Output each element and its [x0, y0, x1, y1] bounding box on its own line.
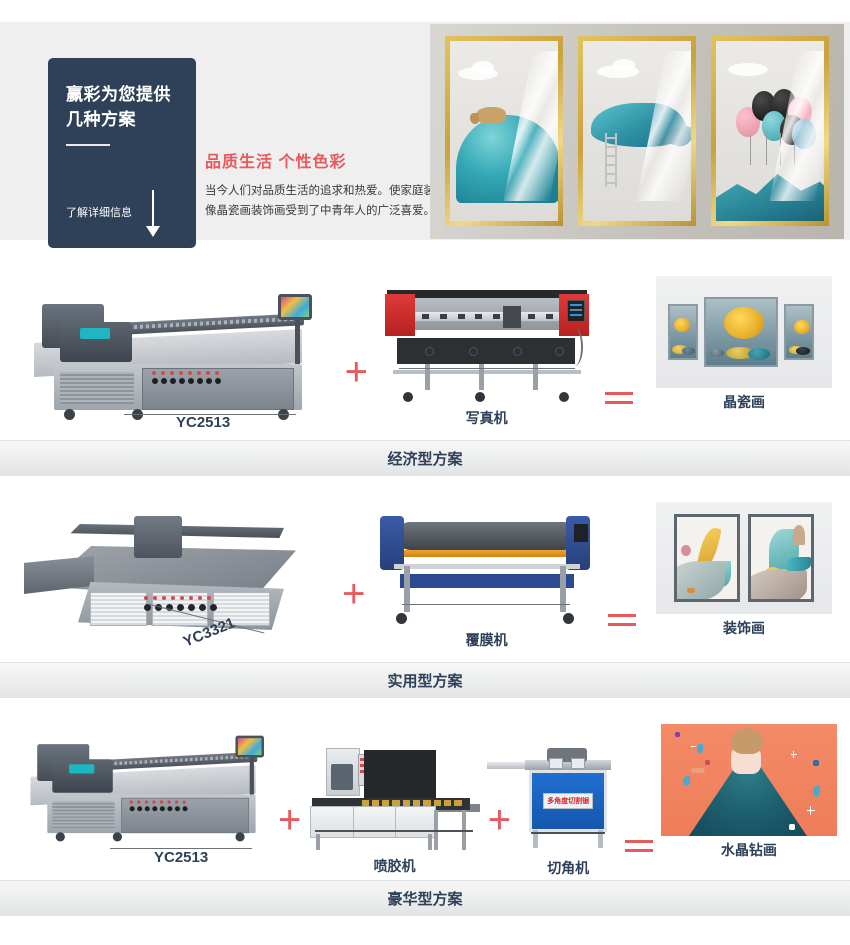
operator-plus-1: + [344, 350, 369, 394]
picture-frame-whale [578, 36, 696, 226]
item-uv-flatbed-printer-2[interactable]: YC2513 [6, 712, 278, 880]
item-eco-solvent-printer[interactable]: 写真机 [377, 262, 597, 440]
promo-more-label: 了解详细信息 [66, 207, 132, 219]
plan-row-economy-items: YC2513 + 写真机 [0, 262, 850, 440]
decorative-panel-right [747, 514, 814, 602]
plan-bar-practical: 实用型方案 [0, 662, 850, 698]
picture-frame-elephant [445, 36, 563, 226]
operator-equals-2 [607, 614, 638, 662]
plan-row-practical: YC3321 + 覆膜机 [0, 490, 850, 698]
caption-glue-spraying-machine: 喷胶机 [373, 858, 416, 874]
plan-row-deluxe-items: YC2513 + 喷胶机 + 多角度切割锯 [0, 712, 850, 880]
operator-plus-2: + [342, 572, 366, 616]
item-uv-flatbed-printer-1[interactable]: YC2513 [6, 262, 336, 440]
item-corner-cutting-machine[interactable]: 多角度切割锯 切角机 [487, 712, 625, 880]
promo-title: 赢彩为您提供 几种方案 [66, 83, 180, 132]
hero-bottom-strip [0, 240, 850, 262]
printer-screen-icon [278, 294, 312, 320]
ladder-icon [605, 133, 617, 187]
caption-laminating-machine: 覆膜机 [465, 632, 508, 648]
operator-plus-3: + [278, 798, 302, 842]
item-result-crystal-diamond-painting[interactable]: 水晶钻画 [654, 712, 844, 880]
model-label-yc2513: YC2513 [176, 414, 231, 431]
hero-body-line-2: 像晶瓷画装饰画受到了中青年人的广泛喜爱。 [205, 205, 435, 218]
item-glue-spraying-machine[interactable]: 喷胶机 [301, 712, 487, 880]
caption-decorative-painting: 装饰画 [722, 620, 765, 636]
artwork-panel-center [703, 297, 778, 367]
operator-equals-1 [605, 392, 635, 440]
caption-corner-cutting-machine: 切角机 [547, 860, 590, 876]
operator-equals-3 [625, 840, 654, 880]
plan-row-economy: YC2513 + 写真机 [0, 262, 850, 476]
plan-row-practical-items: YC3321 + 覆膜机 [0, 490, 850, 662]
row-gap-1 [0, 476, 850, 490]
picture-frame-balloons [711, 36, 829, 226]
hero-banner: 赢彩为您提供 几种方案 了解详细信息 品质生活 个性色彩 当今人们对品质生活的追… [0, 0, 850, 262]
caption-crystal-diamond-painting: 水晶钻画 [720, 842, 777, 858]
promo-title-line1: 赢彩为您提供 [66, 85, 171, 104]
arrow-down-icon [146, 190, 160, 238]
operator-plus-4: + [487, 798, 512, 842]
promo-divider [66, 144, 110, 147]
plan-row-deluxe: YC2513 + 喷胶机 + 多角度切割锯 [0, 712, 850, 916]
promo-title-line2: 几种方案 [66, 109, 136, 129]
promo-footer[interactable]: 了解详细信息 [66, 190, 160, 237]
hero-headline: 品质生活 个性色彩 [205, 154, 347, 171]
plan-bar-deluxe: 豪华型方案 [0, 880, 850, 916]
cutter-sign-label: 多角度切割锯 [543, 793, 594, 809]
row-gap-2 [0, 698, 850, 712]
caption-crystal-porcelain: 晶瓷画 [722, 394, 765, 410]
plan-bar-economy: 经济型方案 [0, 440, 850, 476]
promo-callout-box[interactable]: 赢彩为您提供 几种方案 了解详细信息 [48, 58, 196, 248]
item-laminating-machine[interactable]: 覆膜机 [372, 490, 602, 662]
item-uv-flatbed-printer-large[interactable]: YC3321 [6, 490, 336, 662]
item-result-decorative-painting[interactable]: 装饰画 [644, 490, 844, 662]
printer-screen-icon-2 [235, 735, 264, 758]
caption-eco-solvent-printer: 写真机 [465, 410, 508, 426]
artwork-panel-right [783, 304, 814, 360]
model-label-yc2513-2: YC2513 [154, 849, 209, 866]
saw-head-icon [547, 748, 588, 769]
item-result-crystal-porcelain[interactable]: 晶瓷画 [644, 262, 844, 440]
hero-artwork-triptych [430, 24, 844, 239]
diamond-painting-artwork [660, 724, 837, 836]
hero-top-strip [0, 0, 850, 22]
artwork-panel-left [667, 304, 698, 360]
decorative-panel-left [673, 514, 740, 602]
